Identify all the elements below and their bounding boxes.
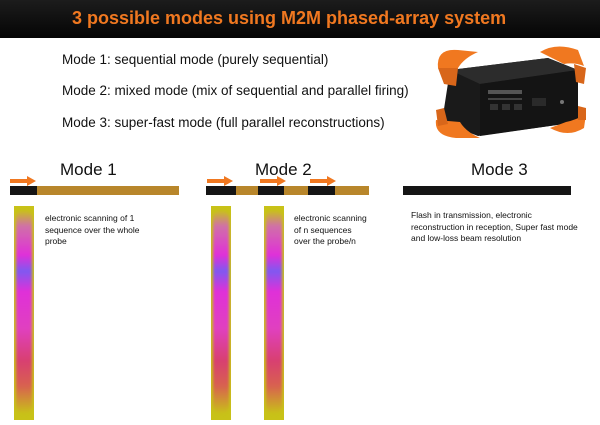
mode-2-beam-image-1 <box>211 206 231 420</box>
mode-1-title: Mode 1 <box>60 160 117 179</box>
header-banner: 3 possible modes using M2M phased-array … <box>0 0 600 38</box>
mode-2-title: Mode 2 <box>255 160 312 179</box>
mode-2-active-segment-2 <box>258 186 284 195</box>
mode-2-scan-arrow-icon-1 <box>207 176 233 186</box>
mode-2-probe-bar <box>206 186 369 195</box>
mode-1-description: electronic scanning of 1 sequence over t… <box>45 213 140 246</box>
mode-2-active-segment-1 <box>206 186 236 195</box>
mode-3-summary: Mode 3: super-fast mode (full parallel r… <box>62 115 385 130</box>
page-title: 3 possible modes using M2M phased-array … <box>72 8 507 28</box>
mode-3-description: Flash in transmission, electronic recons… <box>411 210 578 243</box>
mode-2-scan-arrow-icon-2 <box>260 176 286 186</box>
mode-2-beam-image-2 <box>264 206 284 420</box>
mode-2-description: electronic scanning of n sequences over … <box>294 213 367 246</box>
mode-1-summary: Mode 1: sequential mode (purely sequenti… <box>62 52 329 67</box>
mode-2-summary: Mode 2: mixed mode (mix of sequential an… <box>62 83 409 98</box>
mode-2-active-segment-3 <box>308 186 335 195</box>
mode-2-scan-arrow-icon-3 <box>310 176 336 186</box>
mode-3-title: Mode 3 <box>471 160 528 179</box>
mode-1-probe-bar <box>10 186 179 195</box>
mode-1-active-segment <box>10 186 37 195</box>
mode-1-scan-arrow-icon <box>10 176 36 186</box>
mode-3-probe-bar <box>403 186 571 195</box>
phased-array-device-image <box>435 46 586 138</box>
mode-1-beam-image <box>14 206 34 420</box>
